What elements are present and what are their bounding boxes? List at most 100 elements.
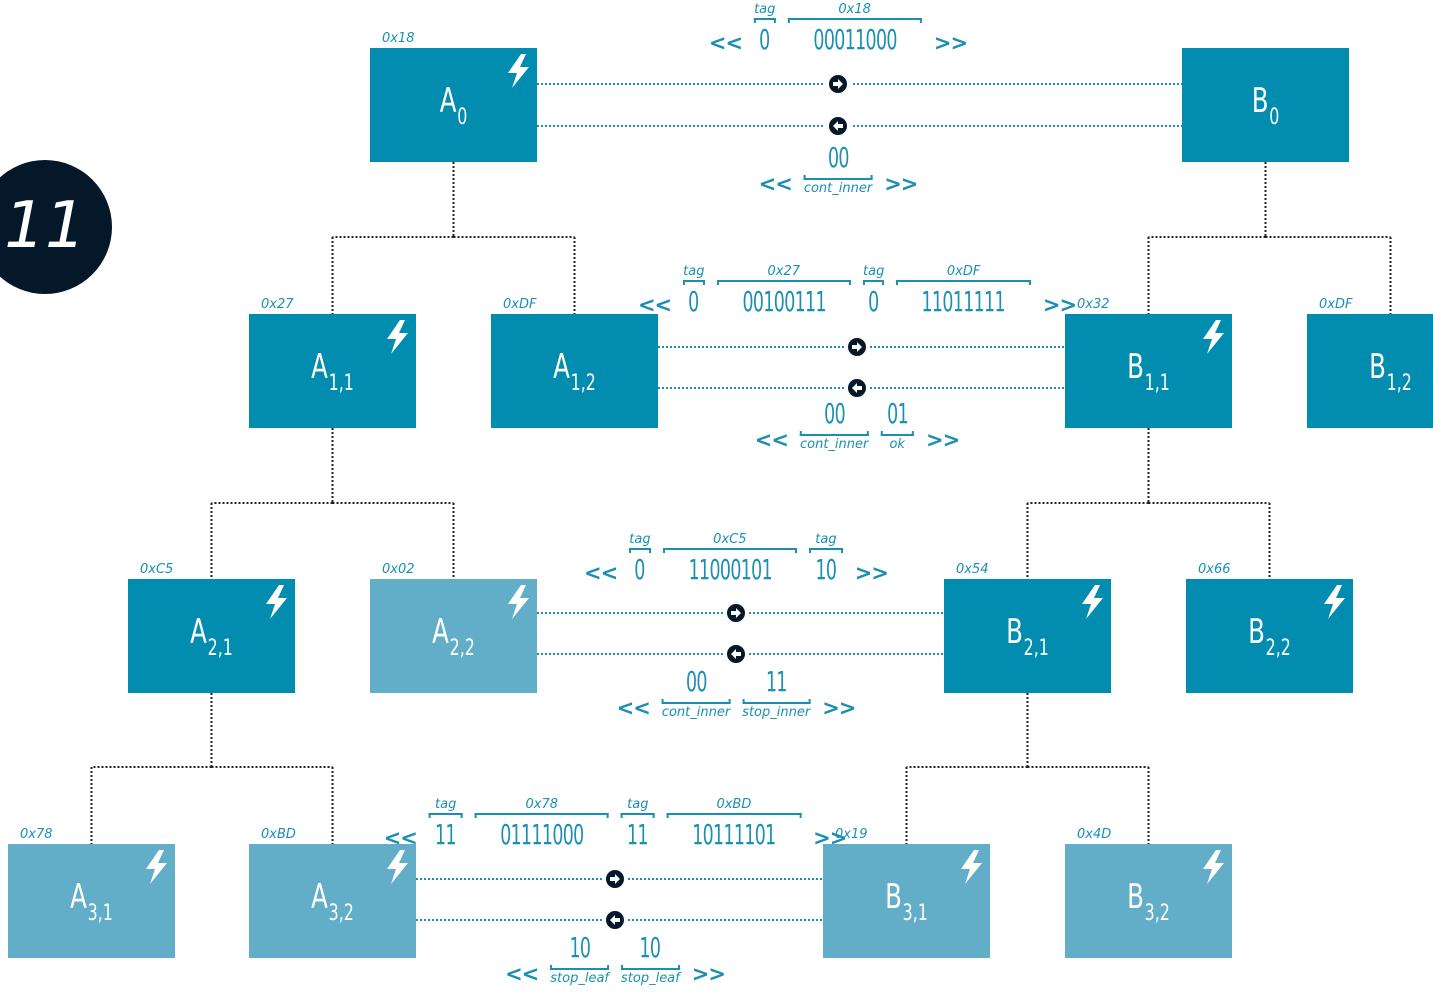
node-hash: 0xC5: [140, 562, 174, 577]
field-bits: 01111000: [500, 818, 584, 851]
field-bracket: [683, 280, 705, 285]
field-bits: 10: [569, 931, 591, 964]
node-base: B: [1127, 877, 1144, 917]
field-bracket: [661, 699, 731, 704]
field-tag: tag: [683, 264, 705, 279]
open-delimiter: <<: [754, 428, 789, 452]
node-subscript: 0: [1269, 105, 1280, 130]
field-bits: 01: [886, 397, 908, 430]
field-bits: 10: [639, 931, 661, 964]
node-subscript: 0: [457, 105, 468, 130]
lightning-icon: [958, 850, 984, 884]
arrow-left-icon: [844, 375, 870, 401]
node-subscript: 3,2: [328, 901, 354, 926]
node-label: B0: [1205, 81, 1325, 138]
lightning-icon: [1321, 585, 1347, 619]
node-hash: 0x4D: [1077, 827, 1112, 842]
node-hash: 0x19: [835, 827, 868, 842]
node-b22: B2,2 0x66: [1186, 562, 1353, 693]
field-tag: tag: [629, 532, 651, 547]
open-delimiter: <<: [708, 31, 743, 55]
field-bits: 00100111: [742, 285, 826, 318]
node-label: A0: [393, 81, 513, 138]
field-bits: 10: [815, 553, 837, 586]
field-bracket: [716, 280, 851, 285]
bit-field: 10 stop_leaf: [550, 932, 609, 987]
lightning-icon: [384, 850, 410, 884]
node-hash: 0x66: [1198, 562, 1231, 577]
field-tag: tag: [754, 2, 776, 17]
node-base: A: [439, 81, 457, 121]
lightning-icon: [384, 320, 410, 354]
field-bits: 00: [827, 141, 849, 174]
node-base: B: [1369, 347, 1386, 387]
field-bracket: [742, 699, 811, 704]
node-base: B: [1006, 612, 1023, 652]
field-label: stop_inner: [742, 705, 811, 720]
arrow-right-icon: [844, 334, 870, 360]
field-bracket: [474, 813, 609, 818]
node-label: A3,1: [31, 877, 151, 934]
field-label: stop_leaf: [550, 971, 609, 986]
close-delimiter: >>: [813, 826, 847, 850]
node-base: A: [553, 347, 570, 387]
node-hash: 0xDF: [1319, 297, 1353, 312]
step-number: 11: [4, 189, 86, 263]
node-base: B: [885, 877, 902, 917]
node-hash: 0xDF: [503, 297, 537, 312]
step-number-badge: 11: [0, 160, 112, 294]
field-tag: 0xC5: [713, 532, 747, 547]
field-bits: 00: [685, 665, 707, 698]
close-delimiter: >>: [822, 696, 856, 720]
field-label: cont_inner: [803, 181, 873, 196]
open-delimiter: <<: [758, 172, 793, 196]
field-label: cont_inner: [799, 437, 869, 452]
field-bracket: [803, 175, 873, 180]
node-label: A1,1: [272, 347, 392, 404]
node-subscript: 2,1: [1023, 636, 1049, 661]
node-hash: 0x54: [956, 562, 989, 577]
node-label: B2,2: [1209, 612, 1329, 669]
lightning-icon: [1079, 585, 1105, 619]
field-bracket: [621, 965, 680, 970]
field-bracket: [754, 18, 776, 23]
node-base: A: [190, 612, 207, 652]
arrow-left-icon: [723, 641, 749, 667]
arrow-left-icon: [825, 113, 851, 139]
node-base: B: [1251, 81, 1269, 121]
node-base: A: [311, 347, 328, 387]
open-delimiter: <<: [584, 561, 618, 585]
field-bracket: [809, 548, 843, 553]
field-bits: 11011111: [921, 285, 1006, 318]
lightning-icon: [143, 850, 169, 884]
node-subscript: 3,1: [902, 901, 928, 926]
field-tag: 0xDF: [946, 264, 981, 279]
node-label: B3,1: [846, 877, 966, 934]
node-subscript: 1,1: [328, 371, 354, 396]
